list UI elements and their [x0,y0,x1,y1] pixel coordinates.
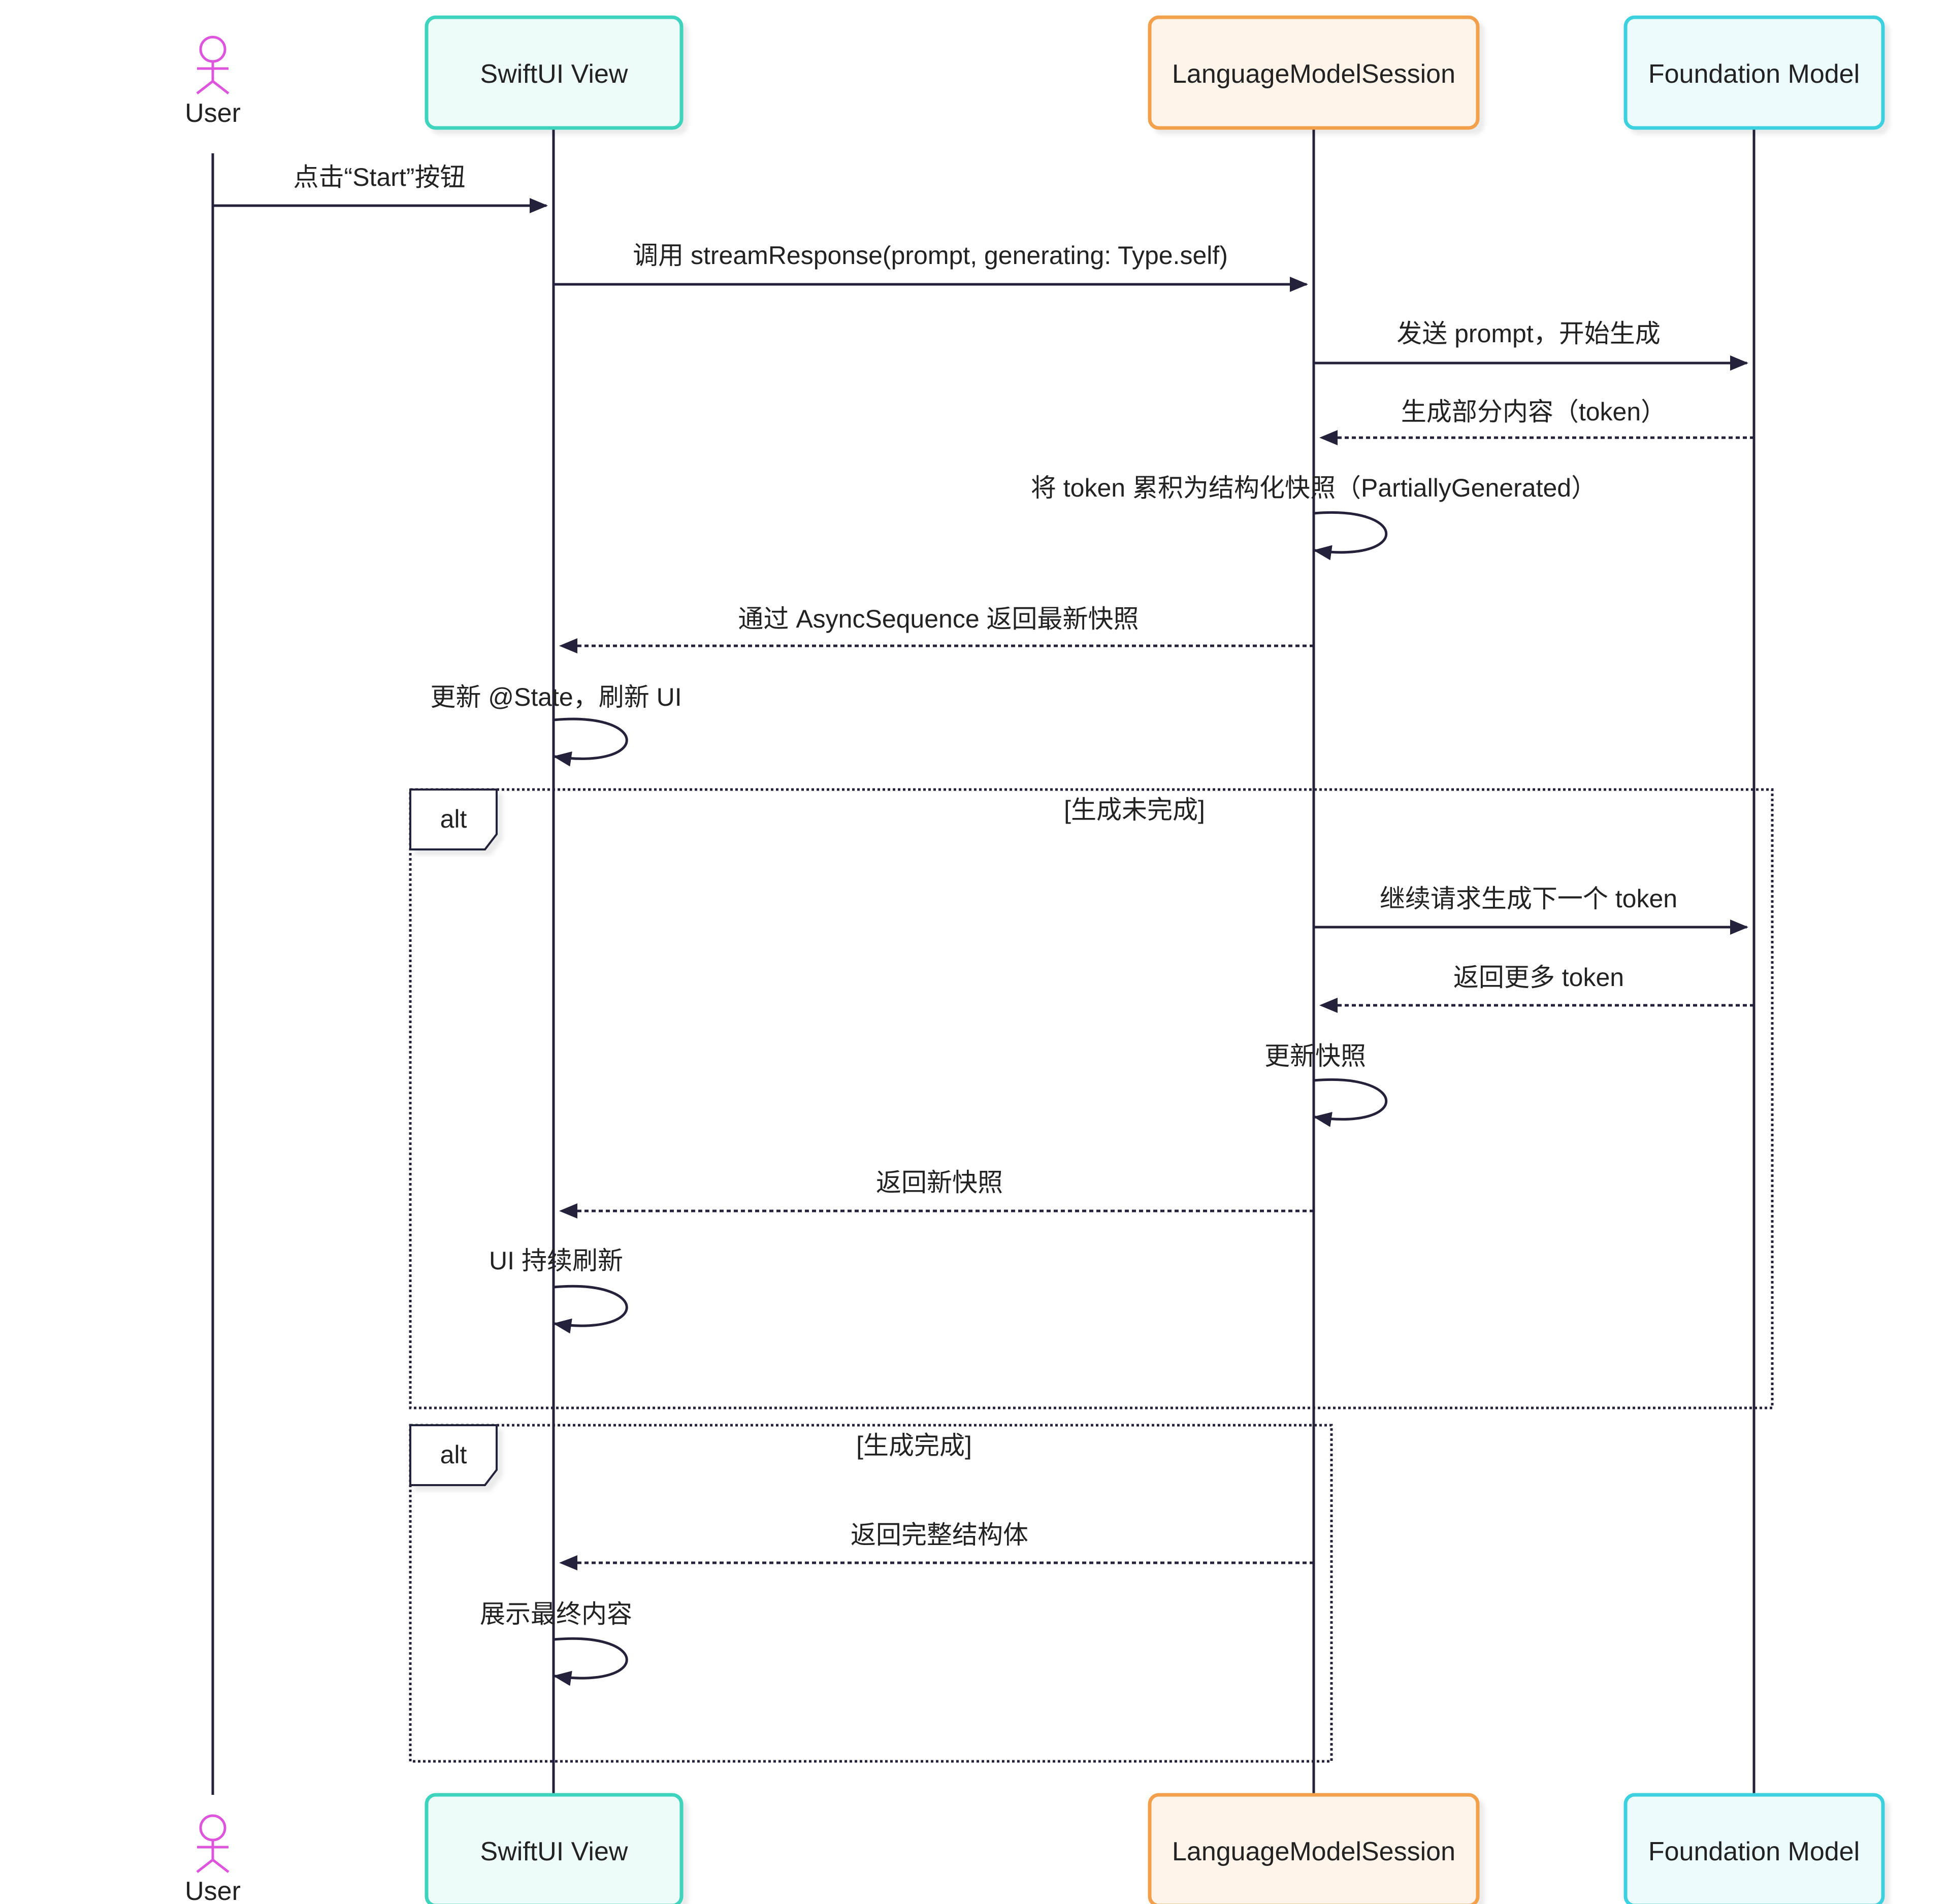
actor-user-bottom: User [185,1814,241,1904]
alt-keyword: alt [440,1440,467,1469]
message-label: 生成部分内容（token） [1401,398,1666,426]
message-label: 返回完整结构体 [851,1521,1028,1549]
message-label: 通过 AsyncSequence 返回最新快照 [738,605,1139,633]
participant-box [425,1793,684,1904]
participant-language-model-session: LanguageModelSession [1148,15,1480,130]
lifelines [211,127,1756,1795]
self-message-arrow [553,1637,628,1686]
participant-box [1148,1793,1480,1904]
message-label: 调用 streamResponse(prompt, generating: Ty… [633,241,1228,270]
actor-leg [212,1859,230,1873]
alt-tab [409,789,498,850]
message-label: 发送 prompt，开始生成 [1396,319,1661,348]
message-label: UI 持续刷新 [489,1246,623,1275]
message-label: 返回更多 token [1453,963,1624,992]
participant-foundation-model-bottom: Foundation Model [1623,1793,1885,1904]
messages: 点击“Start”按钮 调用 streamResponse(prompt, ge… [213,163,1754,1686]
participant-box [1623,1793,1885,1904]
participant-label: SwiftUI View [480,59,628,89]
message-label: 返回新快照 [876,1168,1003,1197]
participant-label: SwiftUI View [480,1837,628,1866]
participant-box [425,15,684,130]
participant-swiftui-view: SwiftUI View [425,15,684,130]
alt-keyword: alt [440,805,467,833]
participants-top: User SwiftUI View LanguageModelSession F… [185,15,1885,130]
participant-swiftui-view-bottom: SwiftUI View [425,1793,684,1904]
alt-frame [409,1424,1333,1763]
alt-guard: [生成完成] [856,1431,972,1460]
message-label: 更新 @State，刷新 UI [430,683,681,711]
participant-label: LanguageModelSession [1172,59,1455,89]
self-message-arrow [553,717,628,767]
self-message-arrow [553,1285,628,1334]
message-label: 展示最终内容 [480,1600,632,1628]
alt-fragment-incomplete: alt [生成未完成] [409,788,1774,1409]
self-message-arrow [1313,511,1388,561]
alt-fragment-complete: alt [生成完成] [409,1424,1333,1763]
actor-label: User [185,1877,241,1904]
actor-leg [196,80,214,94]
participants-bottom: User SwiftUI View LanguageModelSession F… [185,1793,1885,1904]
alt-frame [409,788,1774,1409]
actor-head [199,36,226,63]
participant-box [1623,15,1885,130]
actor-leg [212,80,230,94]
participant-label: LanguageModelSession [1172,1837,1455,1866]
actor-user: User [185,36,241,128]
actor-label: User [185,99,241,128]
participant-foundation-model: Foundation Model [1623,15,1885,130]
alt-guard: [生成未完成] [1064,796,1205,824]
self-message-arrow [1313,1078,1388,1127]
alt-tab [409,1424,498,1486]
participant-label: Foundation Model [1648,59,1860,89]
participant-language-model-session-bottom: LanguageModelSession [1148,1793,1480,1904]
message-label: 更新快照 [1264,1042,1366,1070]
actor-leg [196,1859,214,1873]
message-label: 点击“Start”按钮 [294,163,466,191]
message-label: 将 token 累积为结构化快照（PartiallyGenerated） [1031,474,1597,502]
participant-box [1148,15,1480,130]
message-label: 继续请求生成下一个 token [1380,884,1677,913]
actor-head [199,1814,226,1842]
participant-label: Foundation Model [1648,1837,1860,1866]
